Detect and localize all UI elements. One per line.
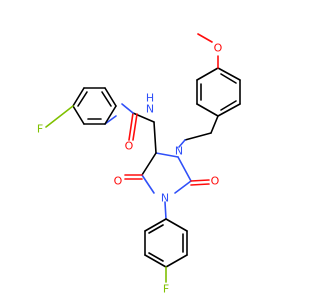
fluorophenyl-bottom-ring	[144, 218, 188, 268]
ring-n1-label: N	[161, 192, 169, 205]
fluorine-bottom-label: F	[163, 283, 169, 296]
c2-oxygen-label: O	[211, 175, 220, 188]
benzyl-bond-2	[184, 132, 212, 141]
c2-carbonyl-2	[190, 183, 210, 186]
imidazolidine-ring	[141, 152, 192, 194]
benzyl-bond-1	[210, 115, 219, 134]
amide-n-aryl	[104, 115, 117, 125]
c5-oxygen-label: O	[114, 175, 123, 188]
molecule-structure: O H N O N N O O F F	[37, 33, 241, 296]
amide-co	[128, 112, 134, 141]
c2-carbonyl	[190, 179, 210, 182]
methyl-bond	[197, 33, 213, 43]
methoxyphenyl-ring	[196, 67, 241, 117]
methoxy-oxygen-label: O	[214, 42, 223, 55]
atom-labels: O H N O N N O O F F	[37, 42, 223, 296]
benzyl-n-bond	[178, 139, 186, 148]
f-left-bond	[45, 105, 74, 128]
ch2-linker	[153, 121, 157, 154]
amide-n-label: N	[146, 103, 154, 116]
amide-oxygen-label: O	[125, 140, 134, 153]
fluorine-left-label: F	[37, 123, 43, 136]
ring-n3-label: N	[175, 145, 183, 158]
amide-co-2	[132, 113, 138, 141]
amide-cn	[121, 103, 134, 114]
n1-aryl-bond	[164, 201, 167, 220]
amide-h-label: H	[146, 92, 154, 105]
fluorophenyl-left-ring	[72, 87, 117, 125]
